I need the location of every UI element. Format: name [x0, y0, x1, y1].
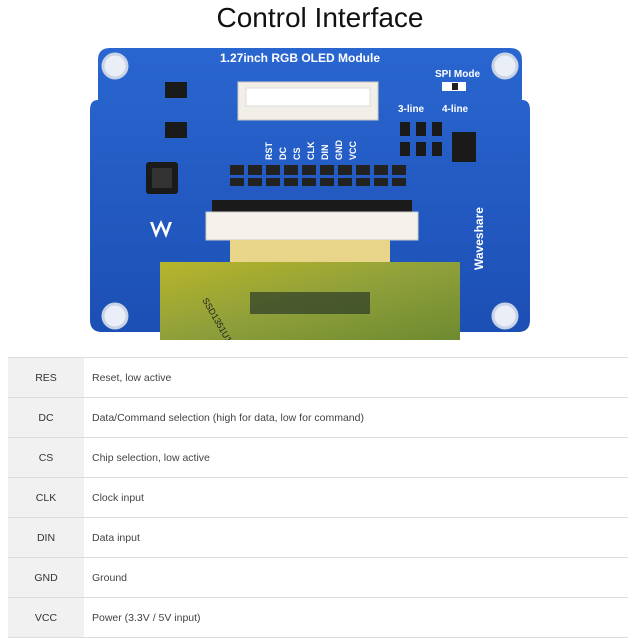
mounting-hole-top-left: [101, 52, 129, 80]
mounting-holes: [101, 52, 519, 330]
brand-label: Waveshare: [472, 207, 486, 270]
three-line-label: 3-line: [398, 104, 425, 115]
page-title: Control Interface: [216, 2, 424, 33]
left-ics: [146, 82, 187, 194]
pin-silkscreen-labels: RST DC CS CLK DIN GND VCC: [264, 140, 358, 161]
pin-name: GND: [8, 557, 84, 598]
board-model-label: 1.27inch RGB OLED Module: [220, 51, 380, 65]
table-row: VCC Power (3.3V / 5V input): [8, 597, 628, 638]
table-row: CLK Clock input: [8, 477, 628, 518]
pin-description: Reset, low active: [84, 357, 628, 398]
oled-module-board: 1.27inch RGB OLED Module RST DC CS CLK D…: [90, 48, 530, 344]
mounting-hole-top-right: [491, 52, 519, 80]
spi-jumper-pads: [400, 122, 476, 162]
mounting-hole-bottom-right: [491, 302, 519, 330]
pin-label-cs: CS: [292, 147, 302, 160]
table-row: GND Ground: [8, 557, 628, 598]
pin-label-vcc: VCC: [348, 140, 358, 160]
table-row: RES Reset, low active: [8, 357, 628, 398]
waveshare-logo-icon: [150, 220, 172, 238]
oled-module-photo: 1.27inch RGB OLED Module RST DC CS CLK D…: [90, 40, 530, 344]
pin-name: RES: [8, 357, 84, 398]
pin-description: Data input: [84, 517, 628, 558]
pin-label-dc: DC: [278, 147, 288, 160]
smd-components: [230, 165, 406, 186]
table-row: DIN Data input: [8, 517, 628, 558]
pin-label-clk: CLK: [306, 141, 316, 160]
pin-description: Power (3.3V / 5V input): [84, 597, 628, 638]
pin-label-gnd: GND: [334, 140, 344, 161]
mounting-hole-bottom-left: [101, 302, 129, 330]
table-row: CS Chip selection, low active: [8, 437, 628, 478]
pcb: [90, 48, 530, 332]
table-row: DC Data/Command selection (high for data…: [8, 397, 628, 438]
four-line-label: 4-line: [442, 104, 469, 115]
spi-mode-label: SPI Mode: [435, 69, 480, 80]
pin-label-rst: RST: [264, 141, 274, 160]
pin-description: Clock input: [84, 477, 628, 518]
pin-name: CS: [8, 437, 84, 478]
flex-cable: [230, 240, 390, 264]
pin-description: Ground: [84, 557, 628, 598]
pin-name: VCC: [8, 597, 84, 638]
pin-description-table: RES Reset, low active DC Data/Command se…: [8, 357, 628, 638]
pin-label-din: DIN: [320, 145, 330, 161]
pin-name: DIN: [8, 517, 84, 558]
pin-description: Chip selection, low active: [84, 437, 628, 478]
pin-description: Data/Command selection (high for data, l…: [84, 397, 628, 438]
pin-name: CLK: [8, 477, 84, 518]
pin-name: DC: [8, 397, 84, 438]
